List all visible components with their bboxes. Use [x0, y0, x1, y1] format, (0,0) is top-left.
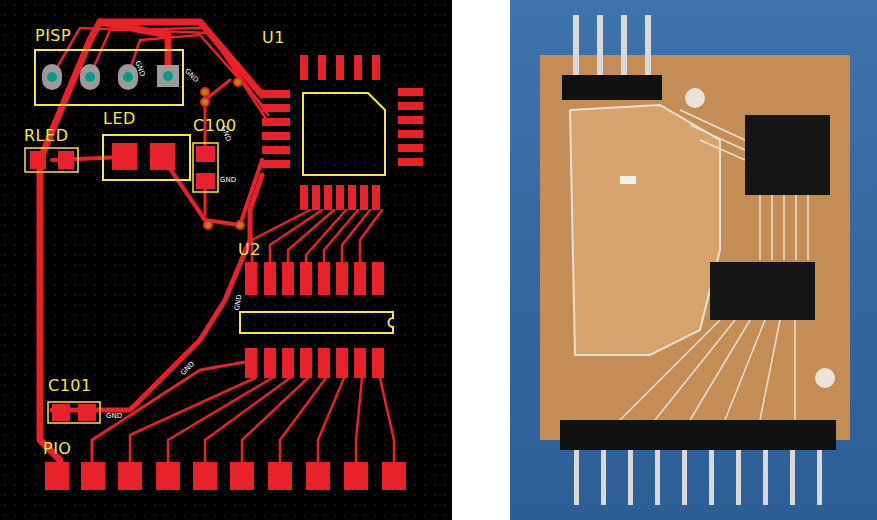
- part-designator: C101: [48, 378, 92, 394]
- part-designator: PISP: [35, 28, 71, 44]
- part-designator: C100: [193, 118, 237, 134]
- part-designator: U2: [238, 242, 261, 258]
- part-designator: RLED: [24, 128, 68, 144]
- part-designator: LED: [103, 111, 136, 127]
- net-label: GND: [220, 177, 236, 184]
- part-designator: U1: [262, 30, 285, 46]
- part-designator: PIO: [43, 441, 71, 457]
- net-label: GND: [106, 413, 122, 420]
